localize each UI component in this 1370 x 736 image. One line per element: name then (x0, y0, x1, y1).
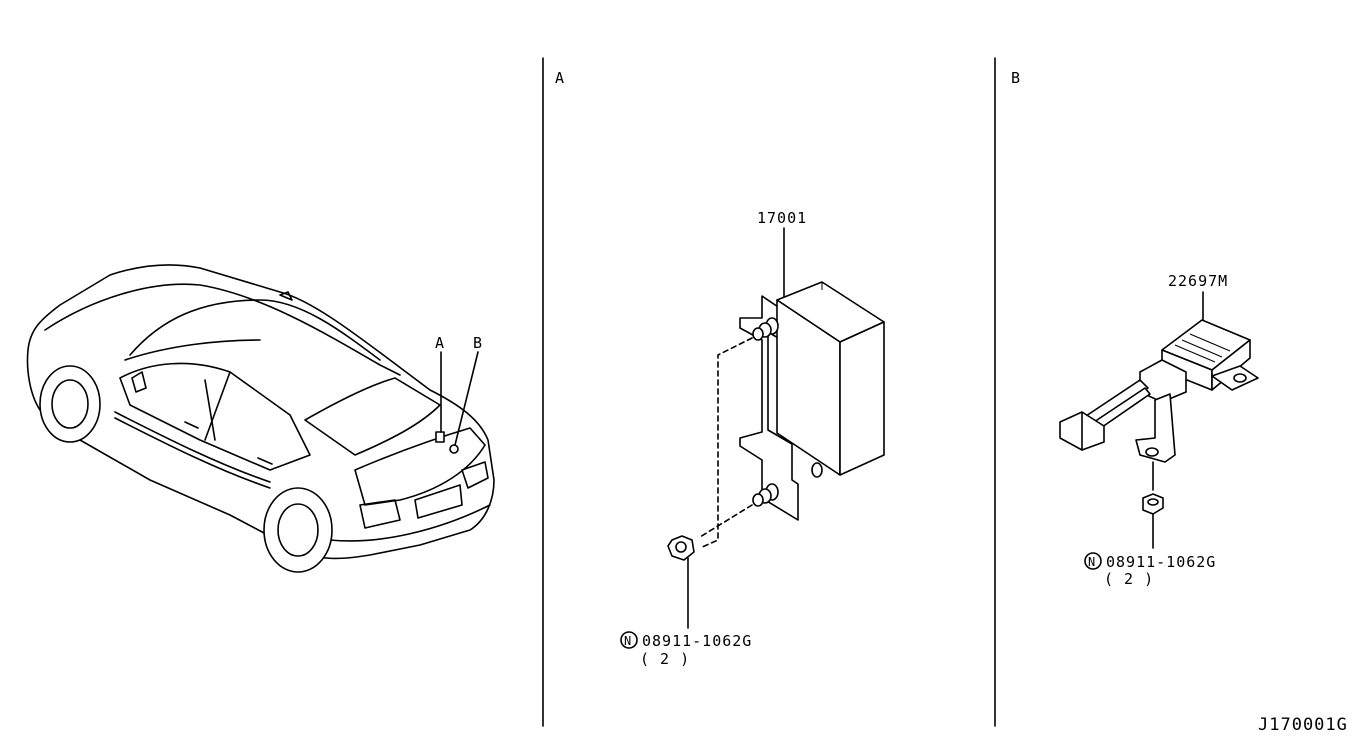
part-number-22697m: 22697M (1168, 272, 1228, 290)
n-symbol-a-icon (620, 631, 638, 649)
fastener-b-qty: ( 2 ) (1104, 570, 1154, 588)
svg-text:N: N (624, 634, 632, 648)
fastener-b-callout: N 08911-1062G ( 2 ) (1084, 552, 1216, 588)
callout-a-label: A (435, 334, 445, 352)
fastener-a-part-number: 08911-1062G (642, 632, 752, 650)
callout-b-label: B (473, 334, 483, 352)
module-17001-illustration (667, 281, 885, 629)
fastener-a-callout: N 08911-1062G ( 2 ) (620, 631, 752, 668)
car-overview-illustration (26, 264, 495, 573)
sensor-22697m-illustration (1059, 319, 1259, 549)
fastener-a-qty: ( 2 ) (640, 650, 690, 668)
panel-b-label: B (1011, 69, 1021, 87)
part-number-17001: 17001 (757, 209, 807, 227)
panel-a-label: A (555, 69, 565, 87)
n-symbol-b-icon (1084, 552, 1102, 570)
svg-text:N: N (1088, 555, 1096, 569)
fastener-b-part-number: 08911-1062G (1106, 553, 1216, 571)
drawing-code: J170001G (1258, 715, 1348, 735)
